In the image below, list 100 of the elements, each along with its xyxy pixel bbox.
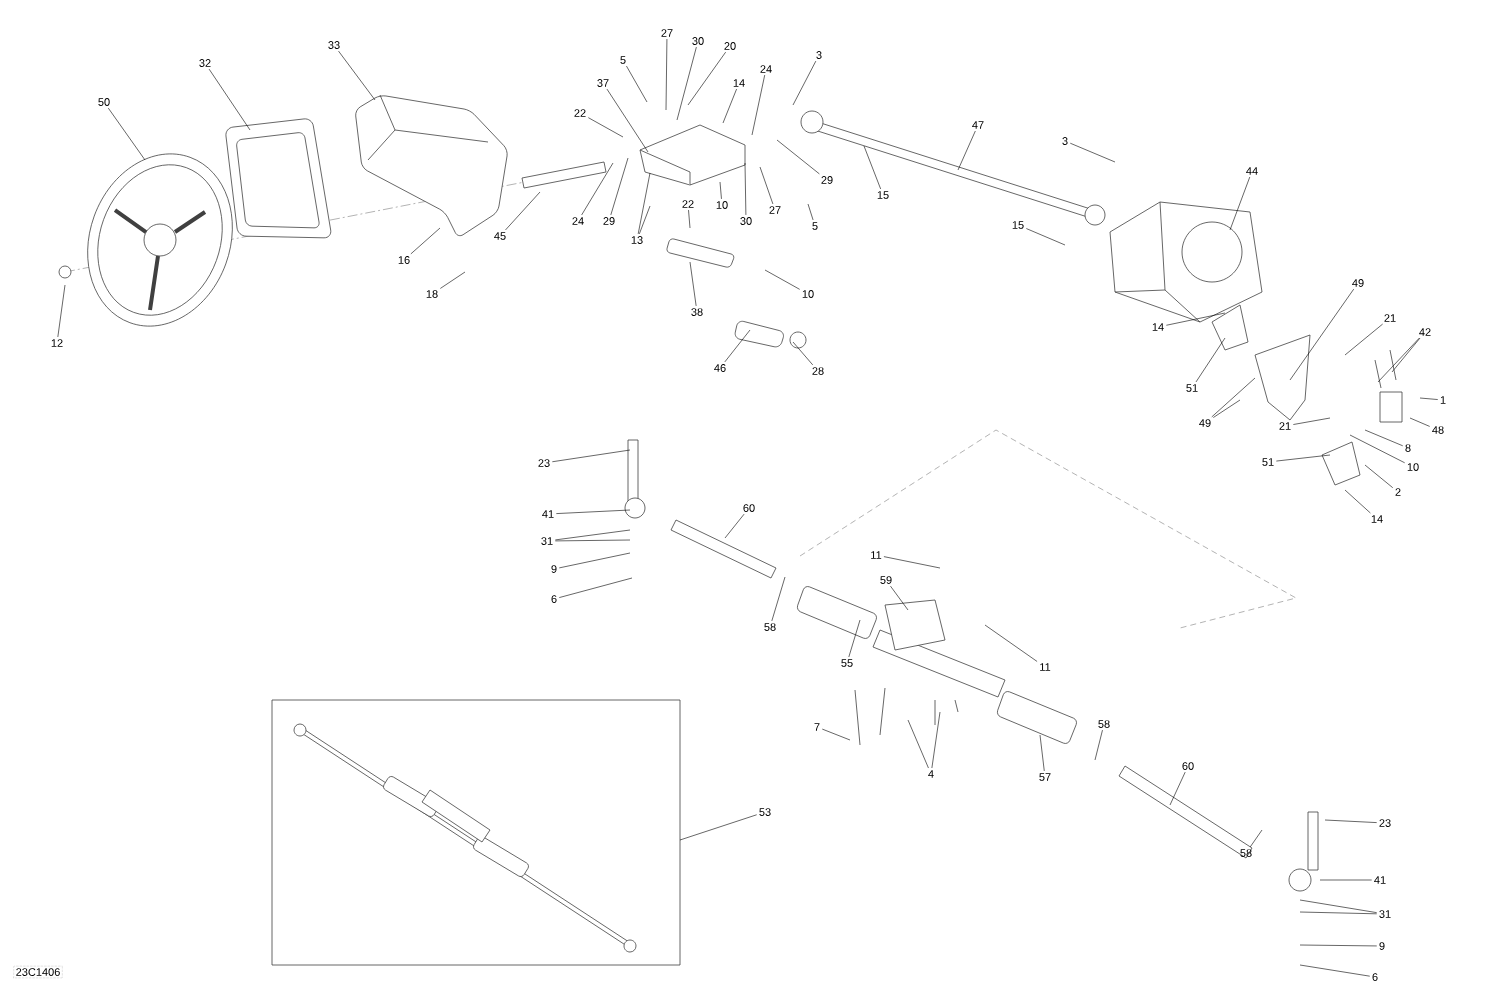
- leader-line: [626, 65, 648, 103]
- leader-line: [1289, 288, 1355, 381]
- callout-number: 24: [760, 65, 772, 73]
- callout-number: 33: [328, 41, 340, 49]
- leader-line: [555, 539, 631, 542]
- callout-number: 14: [733, 79, 745, 87]
- callout-number: 41: [1374, 876, 1386, 884]
- callout-number: 8: [1405, 444, 1411, 452]
- leader-line: [724, 513, 745, 539]
- leader-line: [883, 556, 941, 569]
- callout-number: 53: [759, 808, 771, 816]
- leader-line: [724, 329, 751, 363]
- leader-line: [744, 162, 747, 216]
- leader-line: [771, 576, 786, 622]
- callout-number: 3: [1062, 137, 1068, 145]
- leader-line: [581, 162, 614, 216]
- callout-number: 37: [597, 79, 609, 87]
- callout-number: 1: [1440, 396, 1446, 404]
- leader-line: [338, 50, 376, 101]
- leader-line: [639, 205, 651, 235]
- callout-number: 5: [620, 56, 626, 64]
- callout-number: 55: [841, 659, 853, 667]
- leader-line: [1319, 879, 1372, 881]
- leader-line: [1364, 429, 1404, 447]
- callout-number: 45: [494, 232, 506, 240]
- callout-number: 44: [1246, 167, 1258, 175]
- leader-line: [807, 203, 814, 221]
- callout-number: 32: [199, 59, 211, 67]
- leader-line: [907, 719, 929, 769]
- leader-line: [848, 619, 861, 658]
- leader-line: [637, 172, 651, 235]
- leader-line: [1249, 829, 1263, 848]
- leader-line: [1026, 228, 1066, 246]
- callout-number: 14: [1371, 515, 1383, 523]
- callout-number: 14: [1152, 323, 1164, 331]
- leader-line: [984, 624, 1038, 662]
- leader-line: [792, 60, 817, 106]
- callout-number: 21: [1384, 314, 1396, 322]
- leader-line: [1211, 377, 1256, 418]
- leader-line: [57, 284, 66, 338]
- leader-line: [1344, 323, 1383, 356]
- callout-number: 29: [821, 176, 833, 184]
- callout-number: 11: [871, 551, 882, 559]
- callout-number: 59: [880, 576, 892, 584]
- callout-number: 27: [769, 206, 781, 214]
- callout-number: 48: [1432, 426, 1444, 434]
- leader-line: [108, 107, 146, 161]
- leader-line: [722, 88, 737, 124]
- leader-line: [505, 191, 541, 231]
- callout-number: 46: [714, 364, 726, 372]
- callout-number: 27: [661, 29, 673, 37]
- leader-line: [1169, 771, 1186, 806]
- leader-line: [1349, 434, 1405, 464]
- leader-line: [1166, 312, 1226, 326]
- callout-number: 60: [1182, 762, 1194, 770]
- leader-line: [676, 46, 697, 121]
- leader-line: [1039, 734, 1045, 772]
- callout-number: 24: [572, 217, 584, 225]
- callout-number: 15: [1012, 221, 1024, 229]
- leader-line: [1299, 911, 1377, 915]
- callout-number: 42: [1419, 328, 1431, 336]
- callout-number: 30: [692, 37, 704, 45]
- callout-number: 4: [928, 770, 934, 778]
- callout-number: 51: [1186, 384, 1198, 392]
- callout-number: 20: [724, 42, 736, 50]
- callout-number: 9: [1379, 942, 1385, 950]
- leader-line: [1195, 337, 1226, 383]
- leader-line: [957, 130, 976, 171]
- leader-line: [1213, 399, 1241, 418]
- leader-line: [1344, 489, 1371, 514]
- callout-number: 31: [1379, 910, 1391, 918]
- callout-number: 11: [1040, 663, 1051, 671]
- leader-line: [1324, 819, 1377, 823]
- callout-number: 18: [426, 290, 438, 298]
- callout-number: 6: [551, 595, 557, 603]
- callout-number: 49: [1199, 419, 1211, 427]
- leader-line: [863, 145, 881, 190]
- callout-number: 50: [98, 98, 110, 106]
- callout-number: 12: [51, 339, 63, 347]
- leader-line: [688, 209, 691, 229]
- callout-number: 9: [551, 565, 557, 573]
- leader-line: [1364, 464, 1394, 488]
- leader-line: [759, 166, 774, 205]
- callout-number: 31: [541, 537, 553, 545]
- leader-line: [1299, 964, 1371, 977]
- callout-number: 60: [743, 504, 755, 512]
- callout-number: 29: [603, 217, 615, 225]
- callout-number: 41: [542, 510, 554, 518]
- leader-line: [1299, 899, 1377, 913]
- callout-number: 49: [1352, 279, 1364, 287]
- callout-number: 3: [816, 51, 822, 59]
- leader-line: [410, 227, 441, 255]
- leader-line: [1094, 729, 1103, 761]
- callout-number: 58: [764, 623, 776, 631]
- leader-line: [558, 552, 631, 569]
- leader-line: [1229, 176, 1251, 231]
- callout-number: 16: [398, 256, 410, 264]
- callout-number: 10: [1407, 463, 1419, 471]
- leader-line: [555, 529, 631, 541]
- drawing-code: 23C1406: [13, 965, 63, 979]
